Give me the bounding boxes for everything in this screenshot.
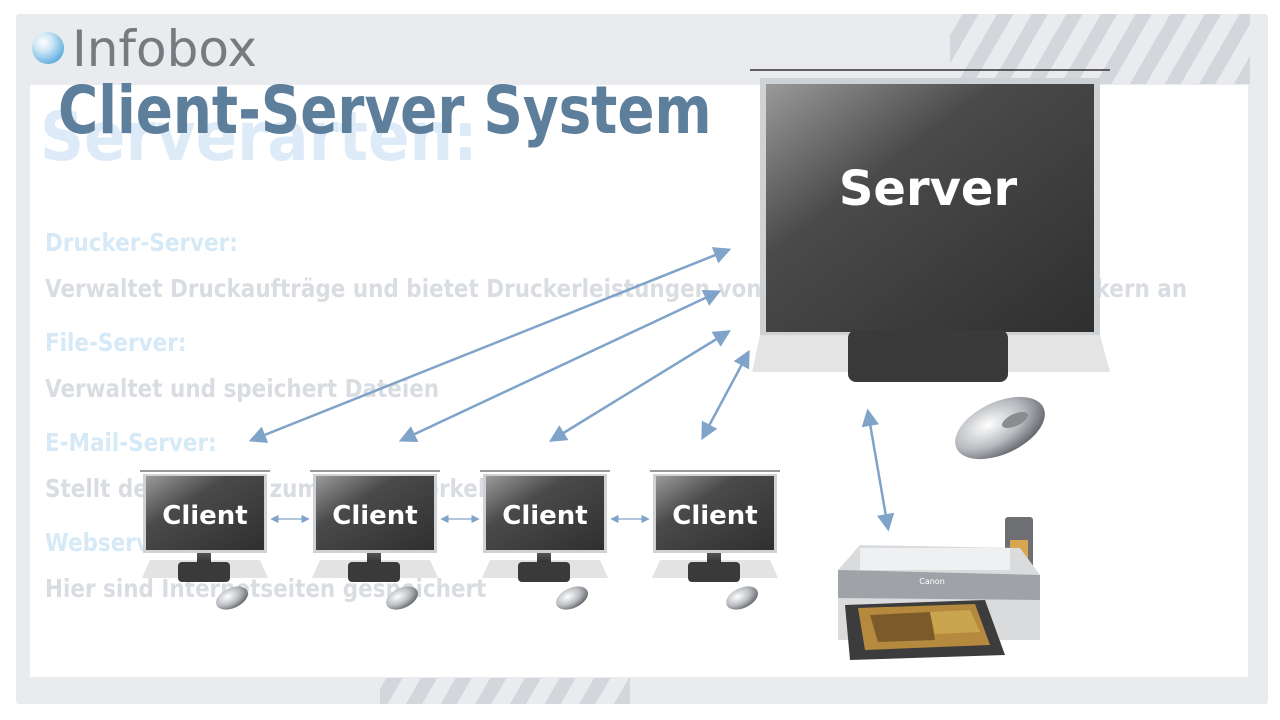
- client-computers: Client Client Client: [140, 470, 780, 610]
- arrow-icon: [701, 349, 750, 441]
- server-monitor: Server: [750, 69, 1110, 382]
- client-computer: Client: [650, 470, 780, 610]
- connection-arrows: [248, 247, 895, 532]
- client-mouse-icon: [216, 586, 248, 610]
- decorative-stripes-bottom: [380, 678, 630, 704]
- arrow-icon: [549, 330, 731, 442]
- ghost-item-heading: E-Mail-Server:: [45, 428, 217, 457]
- client-label: Client: [332, 501, 417, 531]
- ghost-heading: Serverarten:: [40, 98, 478, 177]
- page-title: Client-Server System: [58, 72, 712, 149]
- printer-icon: Canon: [838, 517, 1040, 660]
- server-screen: [766, 84, 1094, 332]
- client-mouse-icon: [556, 586, 588, 610]
- client-label: Client: [672, 501, 757, 531]
- server-mouse-icon: [955, 396, 1045, 460]
- logo-text: Infobox: [72, 20, 258, 78]
- client-label: Client: [502, 501, 587, 531]
- client-computer: Client: [480, 470, 610, 610]
- printer-brand: Canon: [919, 577, 945, 586]
- client-computer: Client: [310, 470, 440, 610]
- client-label: Client: [162, 501, 247, 531]
- server-base: [848, 330, 1008, 382]
- server-label: Server: [839, 161, 1018, 217]
- client-mouse-icon: [726, 586, 758, 610]
- decorative-stripes-top: [950, 14, 1250, 84]
- client-computer: Client: [140, 470, 270, 610]
- client-mouse-icon: [386, 586, 418, 610]
- ghost-item-heading: Drucker-Server:: [45, 228, 238, 257]
- arrow-icon: [861, 408, 895, 532]
- sphere-icon: [32, 32, 64, 64]
- ghost-item-heading: File-Server:: [45, 328, 187, 357]
- arrow-icon: [248, 247, 732, 443]
